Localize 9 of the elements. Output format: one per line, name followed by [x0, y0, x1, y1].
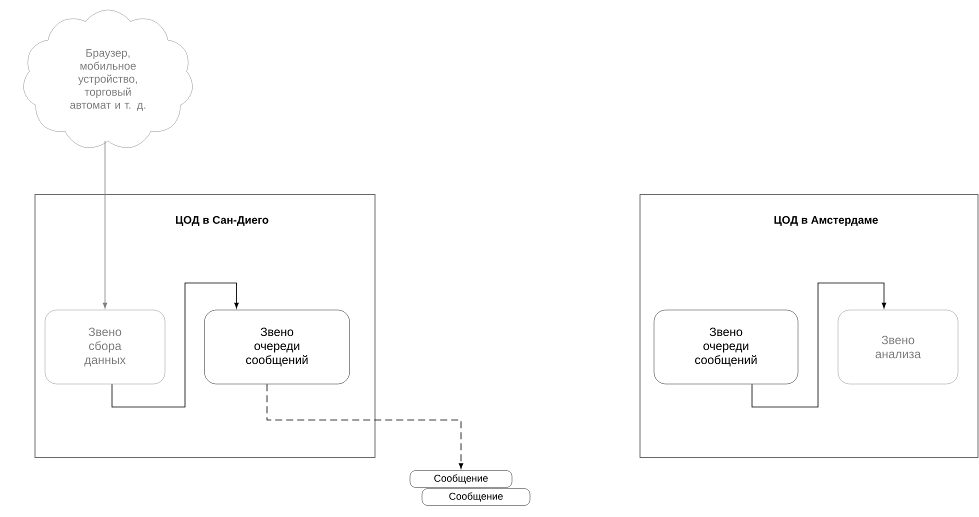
arrow — [266, 384, 464, 469]
process-box: Звено очереди сообщений — [204, 310, 350, 384]
process-box: Звено сбора данных — [44, 310, 166, 384]
message-box: Сообщение — [422, 488, 530, 506]
process-box: Звено очереди сообщений — [654, 310, 798, 384]
process-box: Звено анализа — [838, 310, 958, 384]
message-box: Сообщение — [410, 470, 512, 488]
arrow — [112, 282, 239, 408]
arrow — [752, 282, 886, 408]
